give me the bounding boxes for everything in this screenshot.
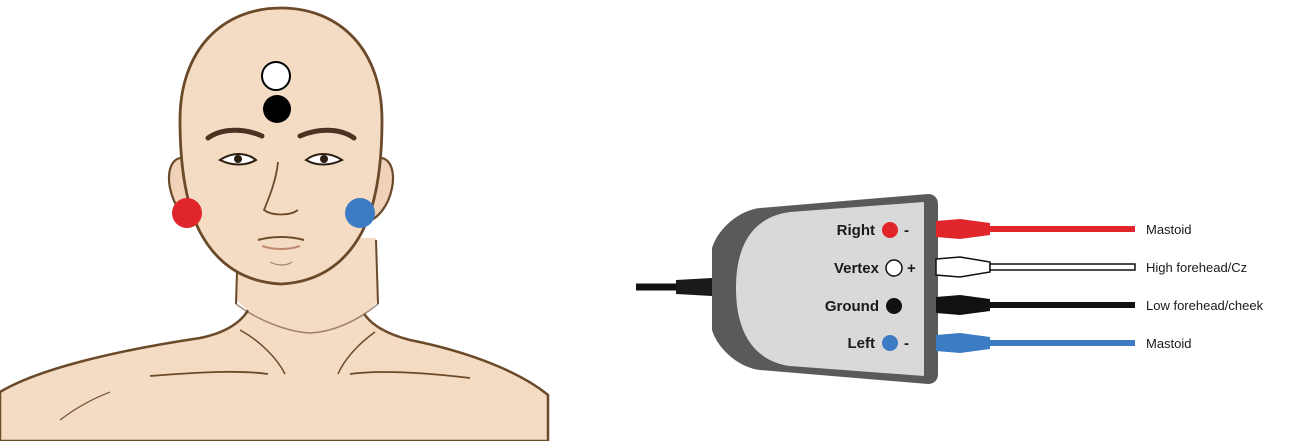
vertex-electrode [261, 61, 291, 91]
input-left-sign: - [904, 335, 909, 352]
head [178, 6, 384, 286]
right-mastoid-electrode [172, 198, 202, 228]
ground-electrode [263, 95, 291, 123]
input-vertex-dot [885, 259, 903, 277]
lead-right [936, 219, 1135, 239]
destination-ground: Low forehead/cheek [1146, 298, 1264, 313]
input-ground-dot [886, 298, 902, 314]
input-label-vertex: Vertex [834, 260, 880, 277]
destination-right: Mastoid [1146, 222, 1192, 237]
input-right-sign: - [904, 222, 909, 239]
input-label-ground: Ground [825, 298, 879, 315]
input-vertex-sign: + [907, 260, 916, 277]
lead-ground [936, 295, 1135, 315]
lead-vertex [935, 256, 1136, 278]
connector-assembly: Right - Vertex + Ground Left - Mastoid H… [636, 194, 1264, 384]
head-illustration [0, 6, 550, 441]
input-label-left: Left [848, 335, 876, 352]
input-left-dot [882, 335, 898, 351]
input-label-right: Right [837, 222, 875, 239]
left-mastoid-electrode [345, 198, 375, 228]
input-right-dot [882, 222, 898, 238]
destination-vertex: High forehead/Cz [1146, 260, 1247, 275]
lead-left [936, 333, 1135, 353]
connector-face [736, 202, 924, 376]
destination-left: Mastoid [1146, 336, 1192, 351]
